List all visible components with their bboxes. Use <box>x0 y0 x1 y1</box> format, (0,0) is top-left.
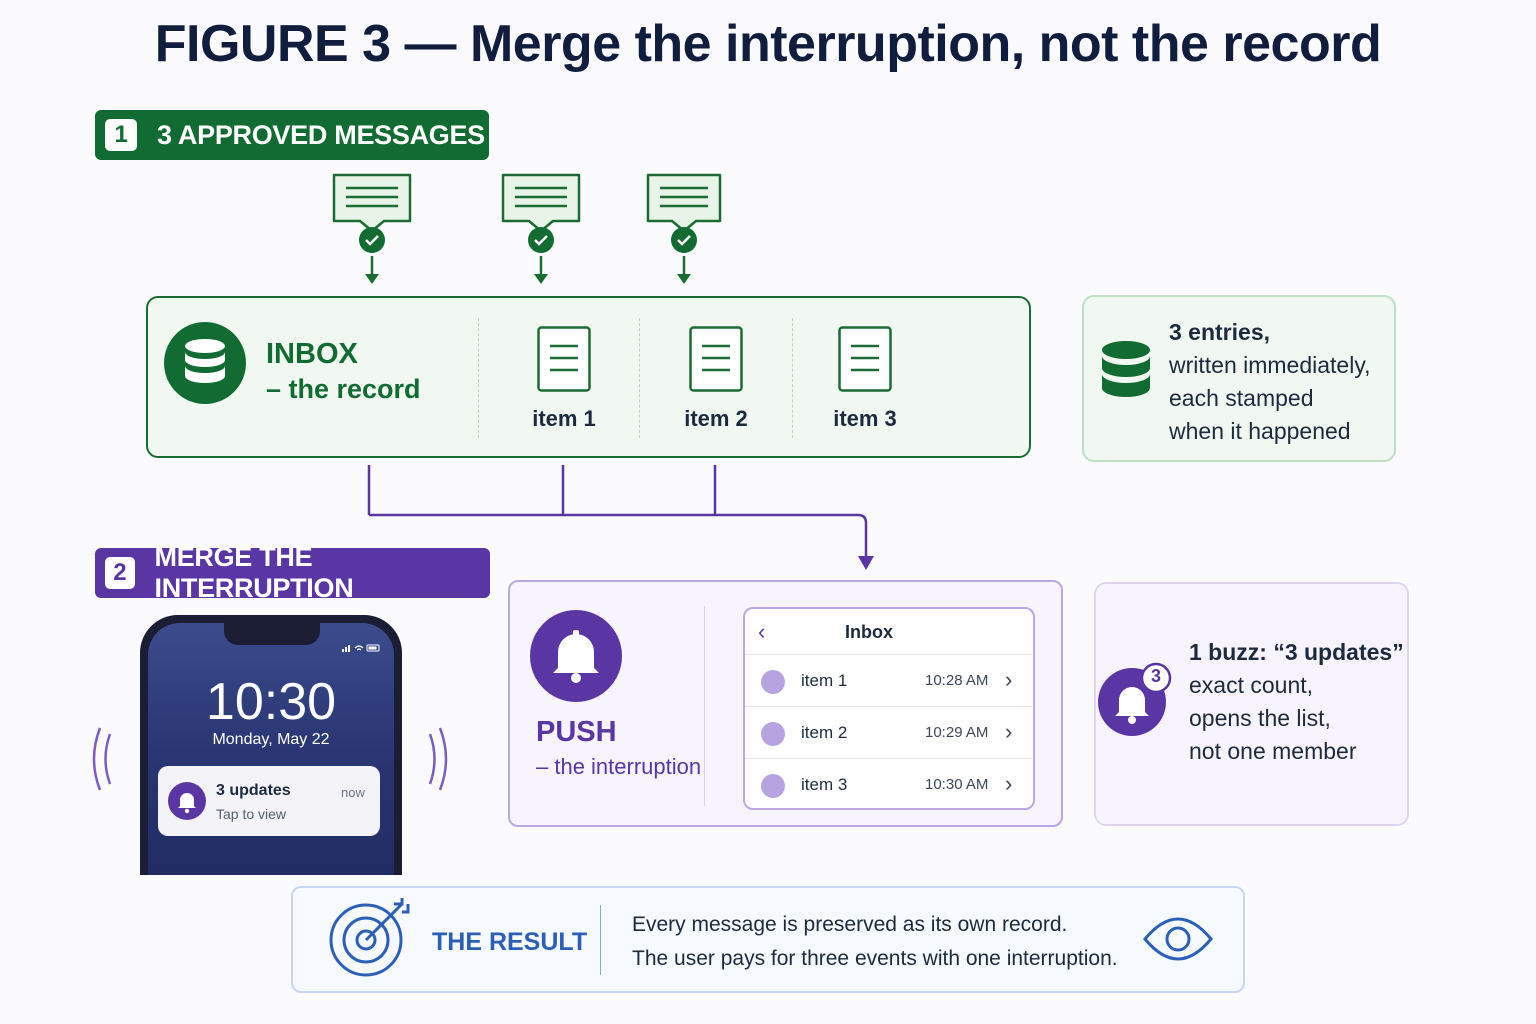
push-divider <box>704 606 705 806</box>
entries-note-line: when it happened <box>1169 418 1351 444</box>
vibration-left-icon <box>92 727 112 791</box>
bell-icon <box>168 782 206 820</box>
inbox-item-label: item 3 <box>833 406 897 431</box>
inbox-divider <box>639 318 640 438</box>
list-item-time: 10:29 AM <box>925 724 989 741</box>
step-1-label: 3 APPROVED MESSAGES <box>157 119 485 150</box>
inbox-divider <box>478 318 479 438</box>
phone-notch <box>224 623 320 645</box>
entries-note-text: 3 entries, written immediately, each sta… <box>1169 316 1371 448</box>
list-item[interactable]: item 2 10:29 AM › <box>745 706 1033 758</box>
list-item-name: item 3 <box>801 775 848 794</box>
list-item[interactable]: item 3 10:30 AM › <box>745 758 1033 810</box>
avatar <box>761 670 785 694</box>
result-panel <box>291 886 1245 993</box>
notification-title: 3 updates <box>216 782 291 799</box>
inbox-list-card <box>743 607 1035 810</box>
badge-count: 3 <box>1150 666 1161 686</box>
inbox-list-title: Inbox <box>845 622 893 642</box>
chevron-right-icon: › <box>1005 719 1013 744</box>
step-1-number: 1 <box>105 119 137 151</box>
phone-clock: 10:30 <box>205 673 337 731</box>
phone-screen <box>148 623 394 875</box>
back-chevron-icon[interactable]: ‹ <box>758 619 766 644</box>
phone-date: Monday, May 22 <box>212 731 330 748</box>
notification-subtitle: Tap to view <box>216 806 287 822</box>
bell-badge-icon <box>1098 662 1172 736</box>
list-item-name: item 1 <box>801 671 848 690</box>
avatar <box>761 722 785 746</box>
push-subtitle: – the interruption <box>536 754 702 779</box>
inbox-item-label: item 2 <box>684 406 748 431</box>
notification-time: now <box>341 785 365 800</box>
entries-note-panel <box>1082 295 1396 462</box>
buzz-note-line: not one member <box>1189 738 1357 764</box>
inbox-title: INBOX <box>266 338 358 370</box>
database-icon <box>1102 341 1150 397</box>
entries-note-line: each stamped <box>1169 385 1314 411</box>
vibration-right-icon <box>428 727 448 791</box>
merge-connector <box>367 465 874 570</box>
entries-note-line: 3 entries, <box>1169 319 1270 345</box>
list-item-time: 10:30 AM <box>925 776 989 793</box>
step-2-label: MERGE THE INTERRUPTION <box>154 542 354 603</box>
figure-title: FIGURE 3 — Merge the interruption, not t… <box>154 15 1382 73</box>
result-divider <box>600 905 601 975</box>
push-title: PUSH <box>536 716 617 748</box>
list-item-name: item 2 <box>801 723 848 742</box>
avatar <box>761 774 785 798</box>
status-bar-icons <box>342 644 380 652</box>
chevron-right-icon: › <box>1005 667 1013 692</box>
eye-icon <box>1143 917 1213 961</box>
bell-icon <box>530 610 622 702</box>
document-icon <box>838 326 892 392</box>
result-text: Every message is preserved as its own re… <box>632 908 1118 976</box>
step-2-number: 2 <box>105 557 135 589</box>
result-title: THE RESULT <box>432 928 588 956</box>
buzz-note-line: opens the list, <box>1189 705 1331 731</box>
buzz-note-line: exact count, <box>1189 672 1314 698</box>
approved-messages-graphic <box>332 173 722 284</box>
document-icon <box>689 326 743 392</box>
target-icon <box>329 898 410 977</box>
message-3-icon <box>646 173 722 284</box>
list-item-time: 10:28 AM <box>925 672 989 689</box>
database-icon <box>164 322 246 404</box>
document-icon <box>537 326 591 392</box>
message-1-icon <box>332 173 412 284</box>
list-item[interactable]: item 1 10:28 AM › <box>745 654 1033 706</box>
chevron-right-icon: › <box>1005 771 1013 796</box>
entries-note-line: written immediately, <box>1169 352 1371 378</box>
message-2-icon <box>501 173 581 284</box>
step-2-badge: 2 MERGE THE INTERRUPTION <box>95 542 490 603</box>
buzz-note-line: 1 buzz: “3 updates” <box>1189 639 1404 665</box>
buzz-note-text: 1 buzz: “3 updates” exact count, opens t… <box>1189 636 1404 768</box>
inbox-item-label: item 1 <box>532 406 596 431</box>
step-1-badge: 1 3 APPROVED MESSAGES <box>95 110 489 160</box>
inbox-divider <box>792 318 793 438</box>
result-line: The user pays for three events with one … <box>632 947 1118 970</box>
result-line: Every message is preserved as its own re… <box>632 913 1068 936</box>
inbox-subtitle: – the record <box>266 374 421 404</box>
